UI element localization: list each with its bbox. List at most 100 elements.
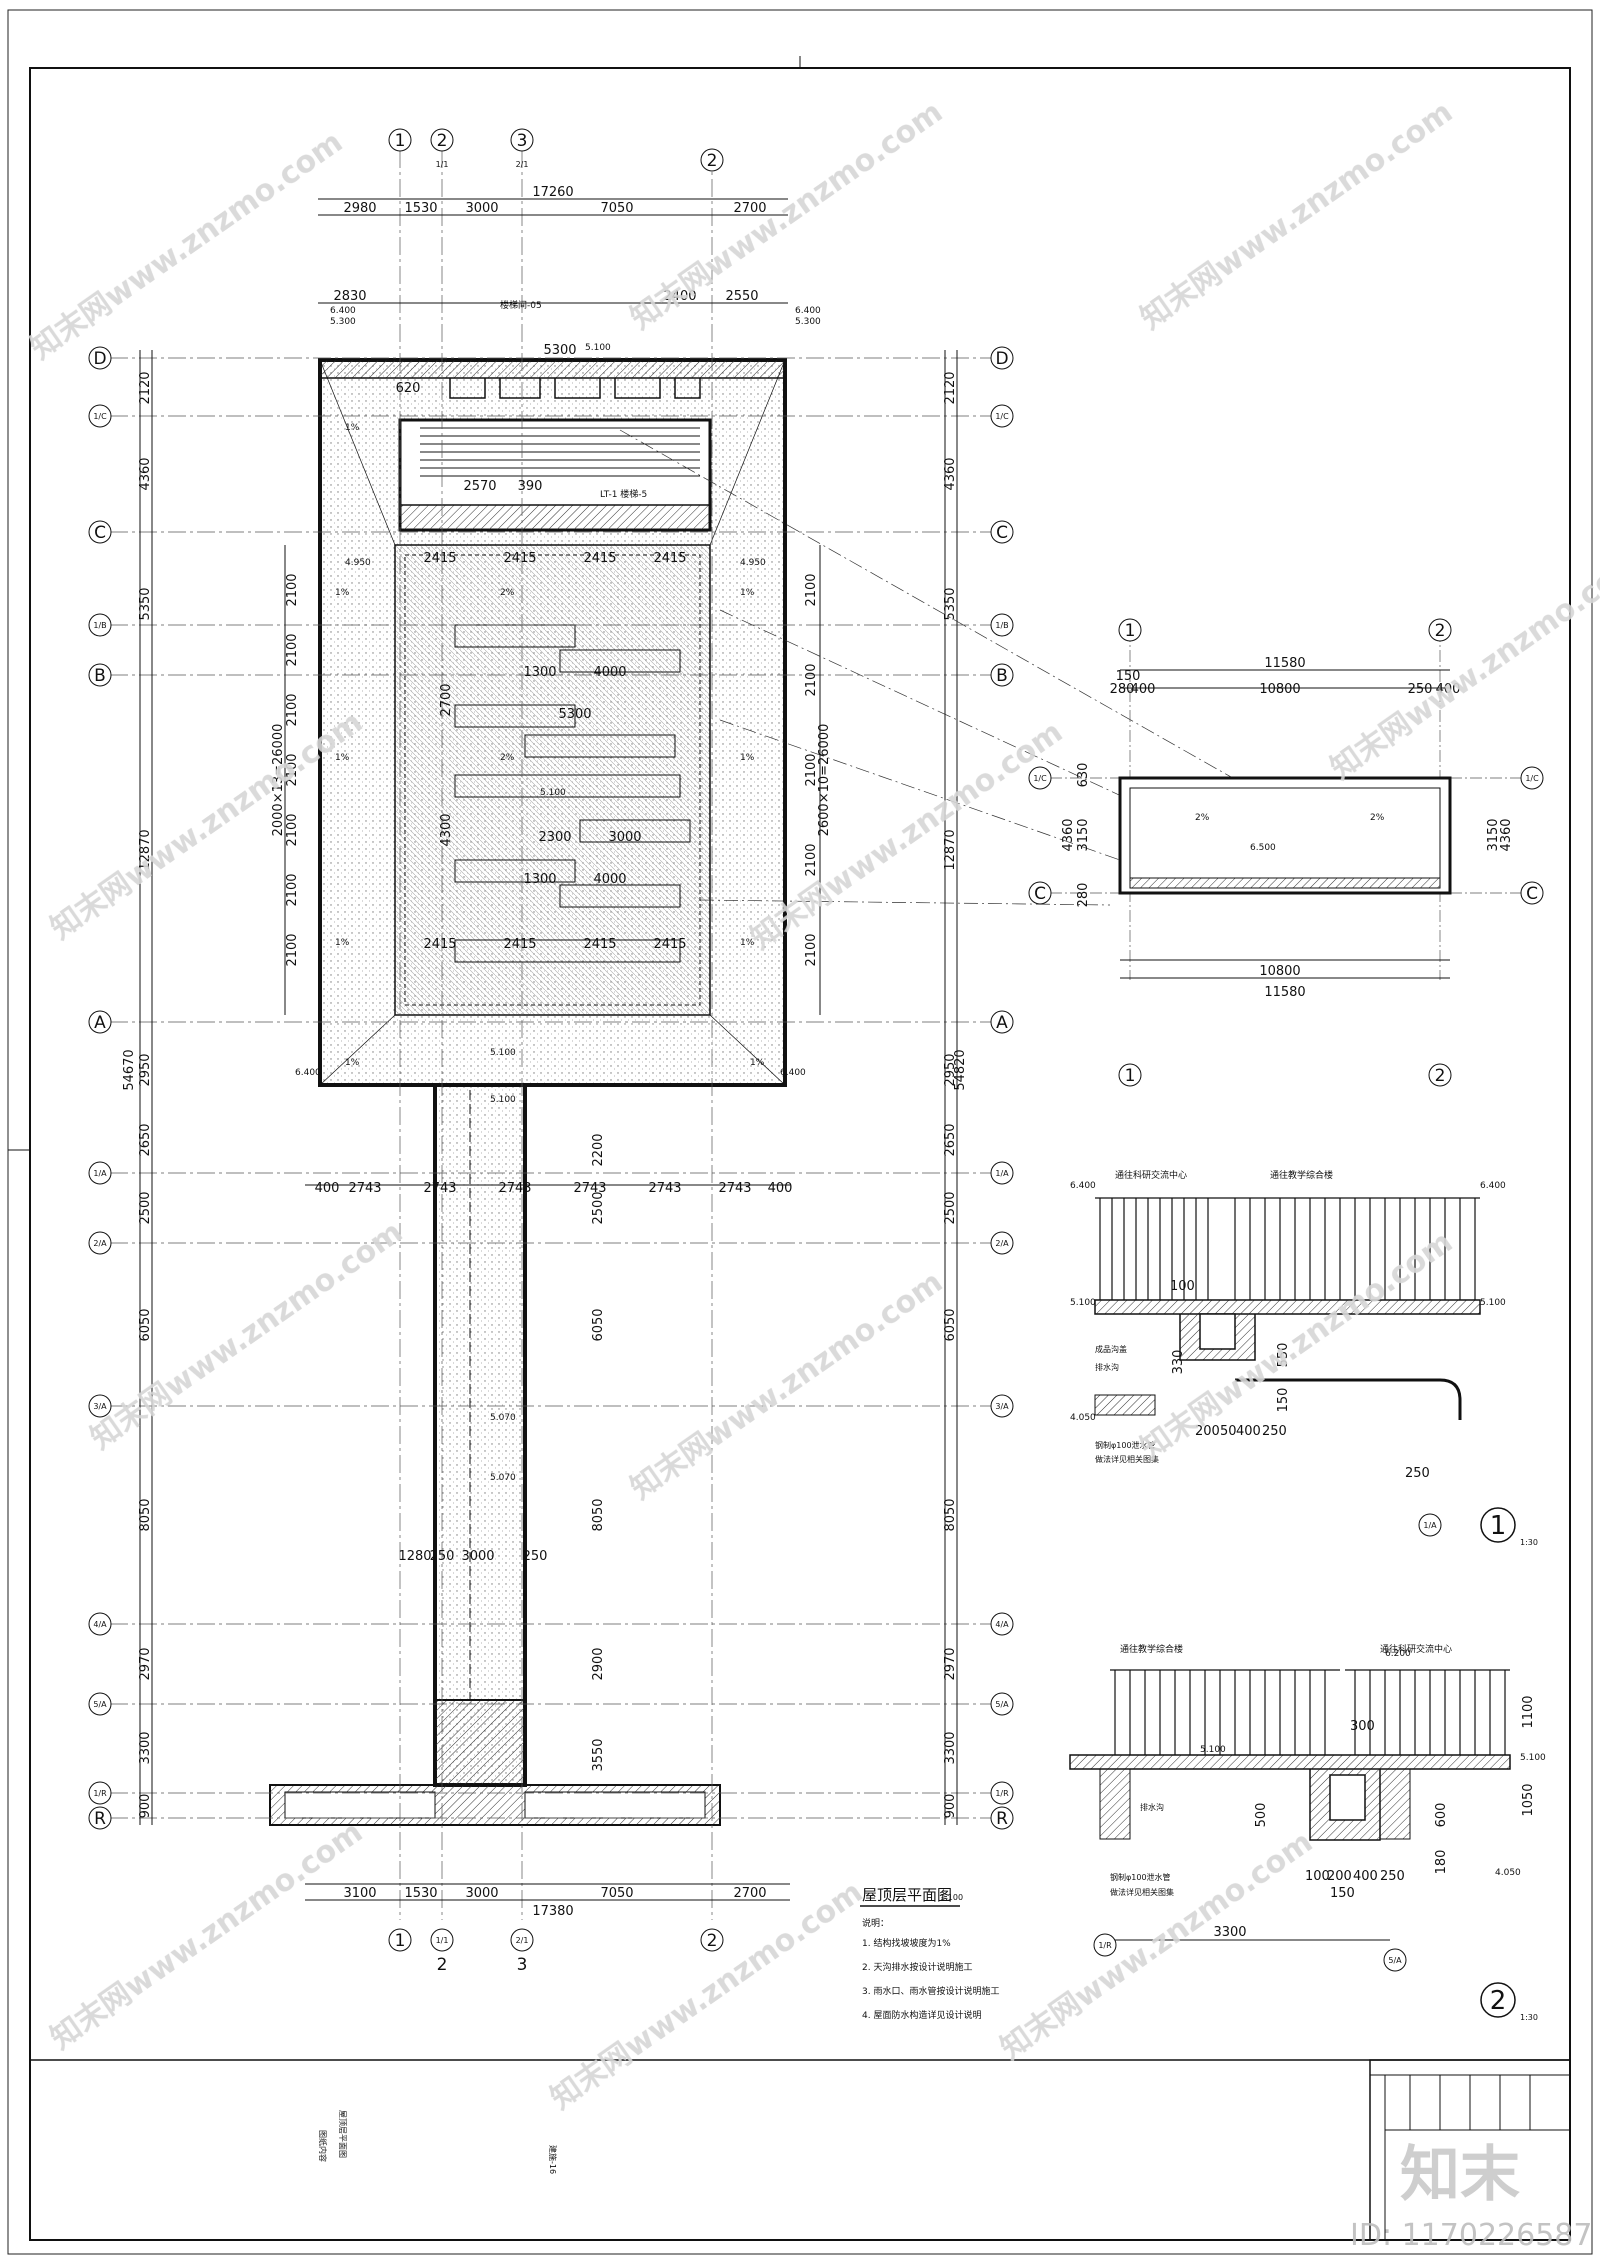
slope-9: 1%	[740, 938, 755, 948]
sec1-elev-5: 4.050	[1070, 1413, 1096, 1423]
detail-grid-c-left: C	[1034, 884, 1046, 904]
row-grid-bubbles: D 1/C C 1/B B A 1/A 2/A 3/A 4/A 5/A 1/R …	[88, 346, 1014, 1830]
elev-9: 5.100	[490, 1048, 516, 1058]
detail-total-top: 11580	[1264, 656, 1305, 671]
top-total: 17260	[532, 185, 573, 200]
bay-dim-8: 2100	[804, 573, 819, 606]
sec1-elev-1: 6.400	[1070, 1181, 1096, 1191]
bay-dim-12: 2100	[804, 933, 819, 966]
detail-slab	[1118, 776, 1452, 895]
left-dim-5: 2950	[138, 1053, 153, 1086]
bay-dim-9: 2100	[804, 663, 819, 696]
sec1-dim-5: 250	[1262, 1424, 1287, 1439]
elev-2: 5.300	[330, 317, 356, 327]
sec2-dim-total: 3300	[1213, 1925, 1246, 1940]
tb-project: 图纸内容	[318, 2130, 328, 2162]
mid-dim-5: 2743	[573, 1181, 606, 1196]
bay-dim-1: 2100	[285, 573, 300, 606]
row-grid-c: C	[94, 523, 106, 543]
title-block: 图纸内容 屋顶层平面图 建施-16	[318, 2059, 1571, 2241]
slope-11: 1%	[750, 1058, 765, 1068]
inner-other-16: 3000	[461, 1549, 494, 1564]
row-grid-1c: 1/C	[93, 412, 107, 421]
note-2: 2. 天沟排水按设计说明施工	[862, 1961, 972, 1973]
inner-other-5: 3000	[608, 830, 641, 845]
detail-grid-1-top: 1	[1125, 621, 1136, 641]
slope-7: 1%	[740, 753, 755, 763]
left-dim-2: 4360	[138, 457, 153, 490]
bottom-dim-2: 1530	[404, 1886, 437, 1901]
inner-dim-3: 2415	[583, 551, 616, 566]
watermark-5: 知末网www.znzmo.com	[745, 715, 1070, 957]
sec1-dim-7: 550	[1276, 1343, 1291, 1368]
top-grid-3: 3	[517, 131, 528, 151]
sec2-note-2: 做法详见相关图集	[1110, 1887, 1174, 1897]
inner-strips	[454, 624, 691, 963]
left-dim-8: 6050	[138, 1308, 153, 1341]
inner-other-4: 2300	[538, 830, 571, 845]
stair-label: LT-1 楼梯-5	[600, 488, 647, 500]
watermark-2: 知末网www.znzmo.com	[625, 95, 950, 337]
watermark-3: 知末网www.znzmo.com	[1135, 95, 1460, 337]
sec2-number: 2	[1490, 1986, 1507, 2016]
detail-side-2: 3150	[1076, 818, 1091, 851]
right-dim-6: 2650	[943, 1123, 958, 1156]
corr-dim-3: 6050	[591, 1308, 606, 1341]
axis-lines	[110, 150, 1000, 1920]
bay-dim-5: 2100	[285, 813, 300, 846]
bottom-grid-1: 1	[395, 1931, 406, 1951]
row-grid-2a: 2/A	[93, 1239, 107, 1248]
sec1-note-3: 排水沟	[1095, 1362, 1119, 1372]
inner-other-1: 1300	[523, 665, 556, 680]
note-4: 4. 屋面防水构造详见设计说明	[862, 2009, 981, 2021]
top-dim-2: 1530	[404, 201, 437, 216]
bottom-subgrid-1: 1/1	[436, 1936, 449, 1945]
watermark-12: 知末网www.znzmo.com	[995, 1825, 1320, 2067]
mid-dim-6: 2743	[648, 1181, 681, 1196]
sec1-elev-3: 5.100	[1070, 1298, 1096, 1308]
right-dim-3: 5350	[943, 587, 958, 620]
sec2-dim-3: 500	[1254, 1803, 1269, 1828]
inner-dim-8: 2415	[653, 937, 686, 952]
inner-other-3: 5300	[558, 707, 591, 722]
detail-grid-1-bottom: 1	[1125, 1066, 1136, 1086]
stair-room-label: 楼梯间-05	[500, 299, 542, 311]
detail-side-4: 3150	[1486, 818, 1501, 851]
sec1-dim-4: 400	[1236, 1424, 1261, 1439]
plan-annotations: 6.400 5.300 6.400 5.300 5.100 4.950 4.95…	[295, 299, 821, 1483]
inner-dim-5: 2415	[423, 937, 456, 952]
inner-dim-1: 2415	[423, 551, 456, 566]
watermark-11: 知末网www.znzmo.com	[545, 1875, 870, 2117]
sec1-dim-6: 330	[1171, 1350, 1186, 1375]
inner-other-6: 1300	[523, 872, 556, 887]
sec1-dim-8: 150	[1276, 1388, 1291, 1413]
right-dim-5: 2950	[943, 1053, 958, 1086]
slope-4: 2%	[500, 588, 515, 598]
sec1-elev-4: 5.100	[1480, 1298, 1506, 1308]
elev-8: 5.100	[540, 788, 566, 798]
sec1-axis: 1/A	[1423, 1521, 1437, 1530]
watermark-6: 知末网www.znzmo.com	[1325, 545, 1600, 787]
top-dim2-2: 2400	[663, 289, 696, 304]
top-subgrid-1: 1/1	[436, 160, 449, 169]
detail-elev: 6.500	[1250, 843, 1276, 853]
right-dimensions: 54820 2120 4360 5350 12870 2950 2650 250…	[817, 371, 968, 1818]
top-dim-5: 2700	[733, 201, 766, 216]
bottom-dim-5: 2700	[733, 1886, 766, 1901]
top-grid-2: 2	[437, 131, 448, 151]
sec1-dim-1: 100	[1170, 1279, 1195, 1294]
sec1-label-1: 通往科研交流中心	[1115, 1169, 1187, 1181]
row-grid-4a: 4/A	[93, 1620, 107, 1629]
inner-other-2: 4000	[593, 665, 626, 680]
detail-grid-2-bottom: 2	[1435, 1066, 1446, 1086]
corridor-dimensions: 2200 2500 6050 8050 2900 3550	[591, 1133, 606, 1771]
top-dim-4: 7050	[600, 201, 633, 216]
row-grid-4a-right: 4/A	[995, 1620, 1009, 1629]
detail-slope-2: 2%	[1370, 813, 1385, 823]
watermark-10: 知末网www.znzmo.com	[45, 1815, 370, 2057]
top-grid-1: 1	[395, 131, 406, 151]
detail-dim-3: 400	[1131, 682, 1156, 697]
left-dim-10: 2970	[138, 1647, 153, 1680]
sec2-dim-6: 100	[1305, 1869, 1330, 1884]
mid-dim-4: 2743	[498, 1181, 531, 1196]
